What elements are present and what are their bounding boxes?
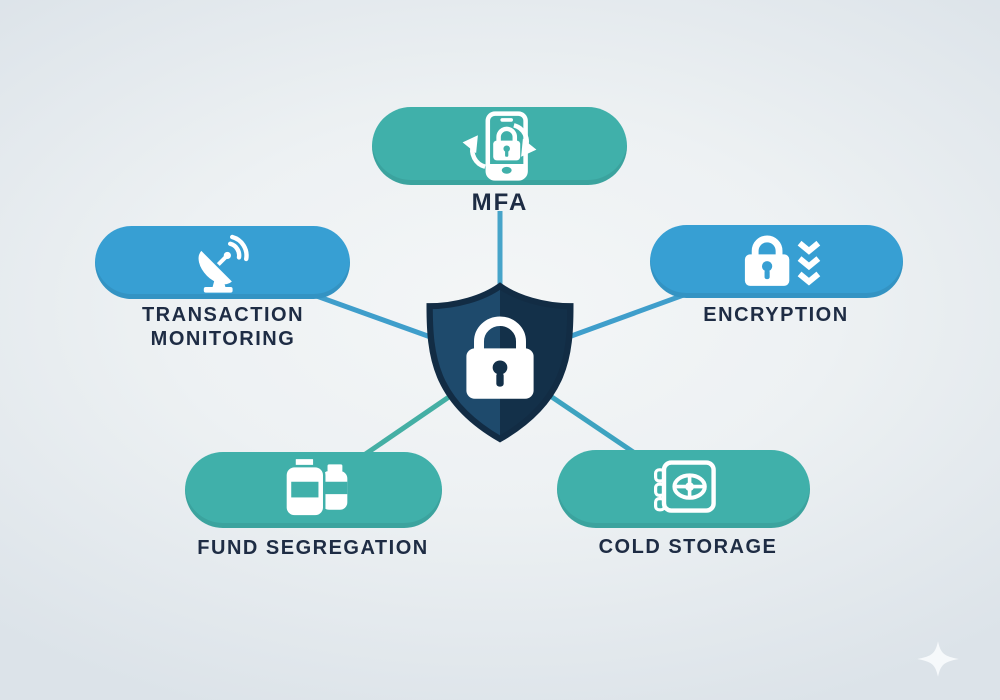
node-label-cold-storage: COLD STORAGE	[598, 536, 778, 558]
node-label-encryption: ENCRYPTION	[703, 304, 849, 326]
node-fund-segregation	[185, 452, 442, 528]
node-label-fund-segregation: FUND SEGREGATION	[197, 537, 429, 559]
shield-lock-icon	[416, 282, 584, 443]
node-mfa	[372, 107, 627, 185]
smartphone-sync-lock-icon	[462, 111, 537, 181]
node-label-mfa: MFA	[471, 189, 529, 216]
node-transaction-monitoring	[95, 226, 350, 299]
padlock-chevrons-icon	[744, 235, 821, 286]
segregated-jars-icon	[284, 457, 348, 518]
sparkle-icon	[915, 639, 961, 679]
satellite-dish-icon	[198, 234, 249, 293]
node-label-transaction-monitoring: TRANSACTION MONITORING	[141, 304, 305, 351]
node-encryption	[650, 225, 903, 298]
node-cold-storage	[557, 450, 810, 528]
vault-safe-icon	[653, 460, 716, 513]
